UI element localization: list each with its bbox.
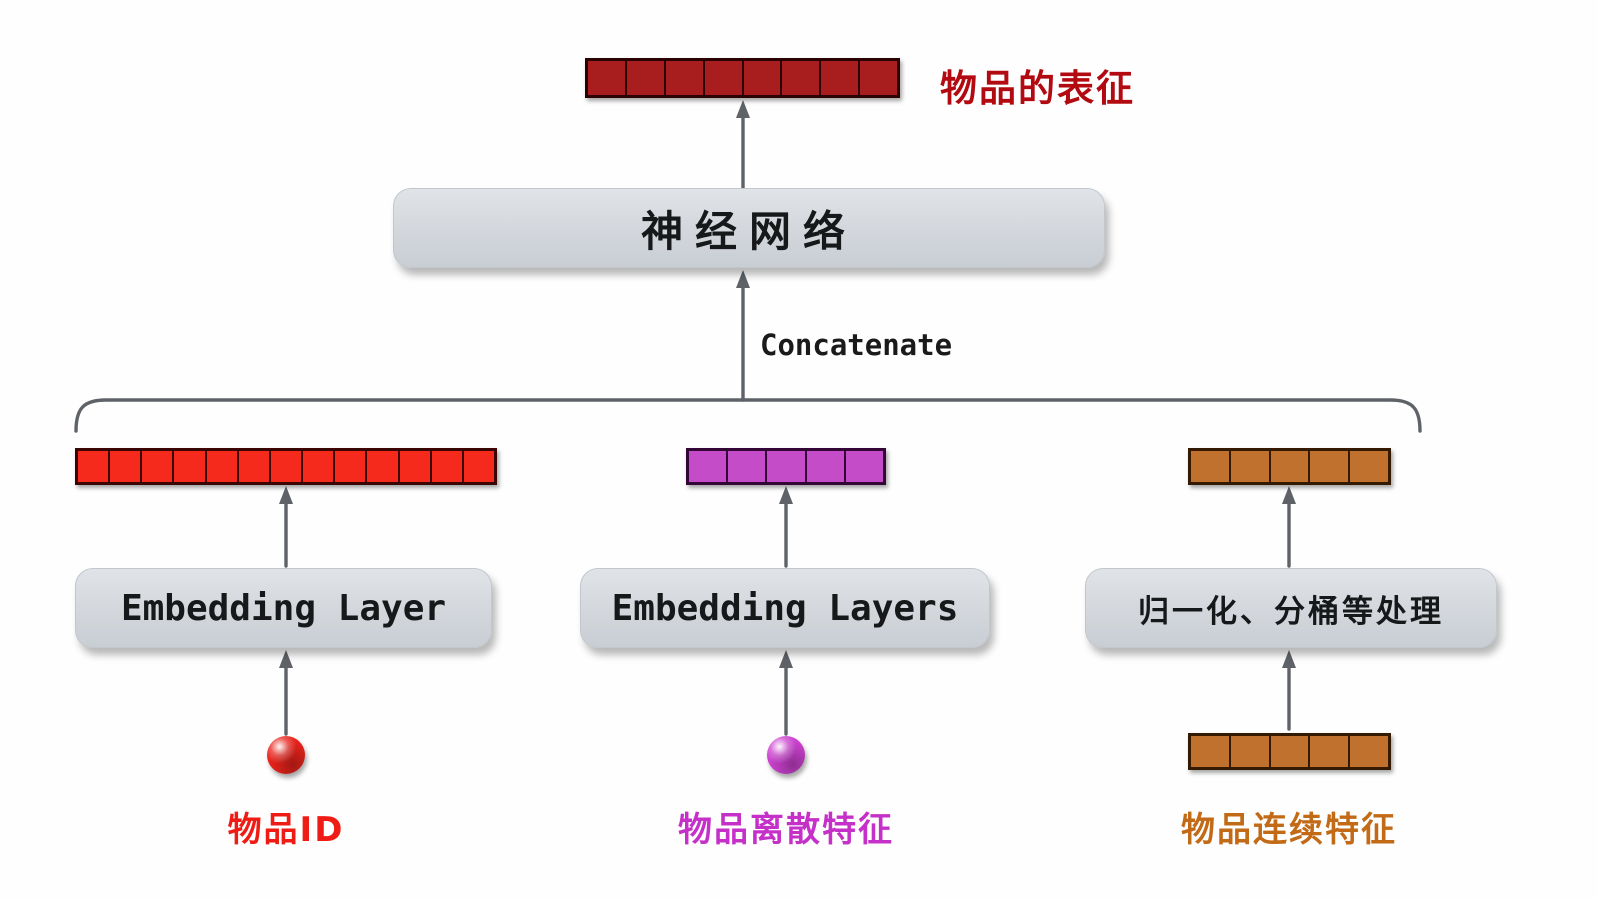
vector-cell xyxy=(1228,451,1269,482)
vector-cell xyxy=(236,451,269,482)
neural-network-box: 神经网络 xyxy=(393,188,1105,268)
vector-cell xyxy=(663,61,703,95)
item-id-label: 物品ID xyxy=(227,810,345,850)
vector-cell xyxy=(843,451,883,482)
item-discrete-ball xyxy=(767,736,805,774)
vector-cell xyxy=(1348,451,1388,482)
vector-cell xyxy=(741,61,781,95)
embedding-layers-label: Embedding Layers xyxy=(611,587,959,629)
vector-cell xyxy=(726,451,765,482)
output-label: 物品的表征 xyxy=(940,67,1135,110)
item-id-vector xyxy=(75,448,497,485)
arrow-branch1-input-head xyxy=(279,650,293,668)
vector-cell xyxy=(108,451,140,482)
arrow-branch2-input-head xyxy=(779,650,793,668)
arrow-branch2-vector-head xyxy=(779,486,793,504)
vector-cell xyxy=(1191,736,1229,767)
vector-cell xyxy=(804,451,844,482)
embedding-layer-label: Embedding Layer xyxy=(120,587,447,629)
item-discrete-label: 物品离散特征 xyxy=(678,810,894,850)
vector-cell xyxy=(819,61,858,95)
vector-cell xyxy=(588,61,625,95)
vector-cell xyxy=(689,451,726,482)
vector-cell xyxy=(1268,451,1309,482)
item-continuous-input-vector xyxy=(1188,733,1391,770)
vector-cell xyxy=(1268,736,1309,767)
vector-cell xyxy=(1308,736,1348,767)
output-vector xyxy=(585,58,900,98)
vector-cell xyxy=(702,61,742,95)
vector-cell xyxy=(1191,451,1229,482)
normalize-bucket-label: 归一化、分桶等处理 xyxy=(1138,593,1444,630)
item-continuous-vector xyxy=(1188,448,1391,485)
vector-cell xyxy=(333,451,365,482)
embedding-layers-box: Embedding Layers xyxy=(580,568,990,648)
concat-brace xyxy=(74,398,1422,433)
vector-cell xyxy=(301,451,333,482)
vector-cell xyxy=(397,451,430,482)
vector-cell xyxy=(461,451,494,482)
vector-cell xyxy=(780,61,819,95)
item-id-ball xyxy=(267,736,305,774)
normalize-bucket-box: 归一化、分桶等处理 xyxy=(1085,568,1497,648)
embedding-layer-box: Embedding Layer xyxy=(75,568,492,648)
vector-cell xyxy=(268,451,301,482)
item-continuous-label: 物品连续特征 xyxy=(1181,810,1397,850)
vector-cell xyxy=(204,451,237,482)
item-discrete-vector xyxy=(686,448,886,485)
vector-cell xyxy=(1308,451,1348,482)
vector-cell xyxy=(765,451,804,482)
vector-cell xyxy=(429,451,462,482)
vector-cell xyxy=(172,451,204,482)
vector-cell xyxy=(858,61,897,95)
arrow-branch1-vector-head xyxy=(279,486,293,504)
arrow-concat-head xyxy=(736,270,750,288)
vector-cell xyxy=(624,61,664,95)
arrow-branch3-vector-head xyxy=(1282,486,1296,504)
neural-network-label: 神经网络 xyxy=(640,206,857,256)
vector-cell xyxy=(1348,736,1388,767)
arrow-branch3-input-head xyxy=(1282,650,1296,668)
vector-cell xyxy=(365,451,397,482)
vector-cell xyxy=(1228,736,1269,767)
concatenate-label: Concatenate xyxy=(760,328,953,362)
vector-cell xyxy=(78,451,108,482)
vector-cell xyxy=(140,451,172,482)
arrow-output-head xyxy=(736,100,750,118)
